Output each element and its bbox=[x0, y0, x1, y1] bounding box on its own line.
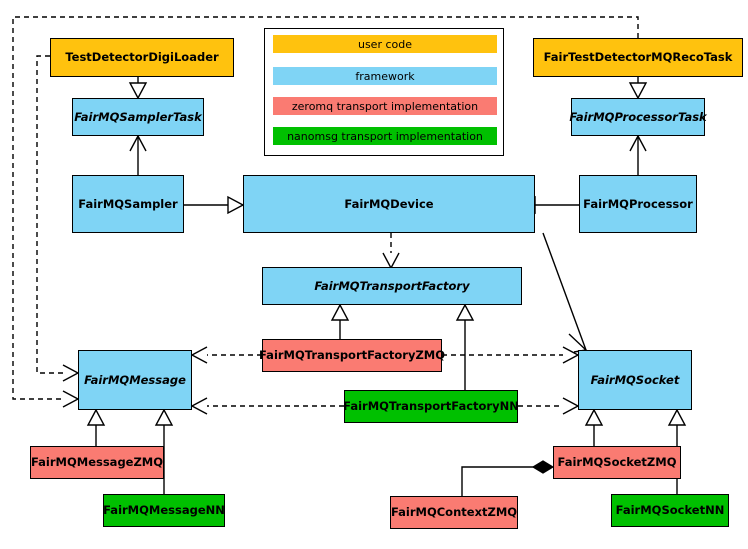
legend-label-framework: framework bbox=[355, 69, 415, 83]
edge-tfnn-to-socket bbox=[518, 397, 580, 415]
legend-item-user-code: user code bbox=[273, 35, 497, 53]
legend-label-zeromq: zeromq transport implementation bbox=[291, 99, 479, 113]
class-label-fairmq-context-zmq: FairMQContextZMQ bbox=[390, 505, 518, 520]
class-node-fairmq-socket[interactable]: FairMQSocket bbox=[578, 350, 692, 410]
class-node-fairmq-processor[interactable]: FairMQProcessor bbox=[579, 175, 697, 233]
class-node-fairmq-device[interactable]: FairMQDevice bbox=[243, 175, 535, 233]
class-label-fairmq-message: FairMQMessage bbox=[84, 372, 186, 387]
edge-tfnn-to-tf bbox=[455, 303, 475, 390]
legend-label-nanomsg: nanomsg transport implementation bbox=[287, 129, 483, 143]
class-label-fairmq-sampler-task: FairMQSamplerTask bbox=[74, 109, 202, 124]
class-node-fairmq-transport-factory-nn[interactable]: FairMQTransportFactoryNN bbox=[343, 390, 519, 423]
class-node-fairmq-message-zmq[interactable]: FairMQMessageZMQ bbox=[30, 446, 164, 479]
class-node-fairmq-processor-task[interactable]: FairMQProcessorTask bbox=[569, 98, 707, 136]
edge-tfzmq-to-tf bbox=[330, 303, 350, 339]
class-label-fairmq-message-zmq: FairMQMessageZMQ bbox=[30, 455, 164, 470]
edge-tfzmq-to-message bbox=[190, 346, 262, 364]
legend-item-framework: framework bbox=[273, 67, 497, 85]
edge-sampler-to-device bbox=[184, 195, 245, 215]
class-label-fairmq-socket-zmq: FairMQSocketZMQ bbox=[557, 455, 677, 470]
class-node-fairmq-message[interactable]: FairMQMessage bbox=[78, 350, 192, 410]
class-node-test-detector-digi-loader[interactable]: TestDetectorDigiLoader bbox=[50, 38, 234, 77]
class-node-fairmq-transport-factory-zmq[interactable]: FairMQTransportFactoryZMQ bbox=[259, 339, 446, 372]
class-label-fairmq-processor: FairMQProcessor bbox=[583, 196, 693, 211]
edge-sampler-to-samplertask bbox=[129, 134, 147, 175]
legend-item-nanomsg: nanomsg transport implementation bbox=[273, 127, 497, 145]
edge-socketzmq-to-socket bbox=[584, 408, 604, 446]
edge-tfnn-to-message bbox=[190, 397, 344, 415]
legend: user code framework zeromq transport imp… bbox=[264, 28, 504, 156]
class-node-fairmq-socket-nn[interactable]: FairMQSocketNN bbox=[611, 494, 729, 527]
class-label-fairmq-transport-factory-nn: FairMQTransportFactoryNN bbox=[343, 399, 519, 414]
class-node-fairmq-message-nn[interactable]: FairMQMessageNN bbox=[103, 494, 225, 527]
class-label-fairmq-transport-factory: FairMQTransportFactory bbox=[314, 278, 470, 293]
legend-item-zeromq: zeromq transport implementation bbox=[273, 97, 497, 115]
class-label-fairmq-sampler: FairMQSampler bbox=[78, 196, 178, 211]
class-node-fairmq-sampler-task[interactable]: FairMQSamplerTask bbox=[72, 98, 204, 136]
edge-device-to-transportfactory bbox=[382, 233, 400, 270]
edge-digiloader-to-samplertask bbox=[128, 77, 148, 100]
class-label-fairmq-message-nn: FairMQMessageNN bbox=[103, 503, 225, 518]
class-node-fairmq-context-zmq[interactable]: FairMQContextZMQ bbox=[390, 496, 518, 529]
edge-messagezmq-to-message bbox=[86, 408, 106, 446]
class-label-fair-test-detector-mq-reco-task: FairTestDetectorMQRecoTask bbox=[543, 50, 733, 65]
edge-device-to-socket bbox=[542, 232, 588, 353]
class-node-fair-test-detector-mq-reco-task[interactable]: FairTestDetectorMQRecoTask bbox=[533, 38, 743, 77]
class-label-test-detector-digi-loader: TestDetectorDigiLoader bbox=[65, 50, 219, 65]
class-node-fairmq-sampler[interactable]: FairMQSampler bbox=[72, 175, 184, 233]
class-label-fairmq-socket: FairMQSocket bbox=[590, 372, 680, 387]
class-node-fairmq-transport-factory[interactable]: FairMQTransportFactory bbox=[262, 267, 522, 305]
class-label-fairmq-device: FairMQDevice bbox=[344, 196, 434, 211]
class-label-fairmq-socket-nn: FairMQSocketNN bbox=[615, 503, 725, 518]
edge-socketzmq-composes-contextzmq bbox=[461, 460, 555, 496]
class-node-fairmq-socket-zmq[interactable]: FairMQSocketZMQ bbox=[553, 446, 681, 479]
edge-processor-to-processortask bbox=[629, 134, 647, 175]
class-label-fairmq-transport-factory-zmq: FairMQTransportFactoryZMQ bbox=[259, 348, 446, 363]
edge-tfzmq-to-socket bbox=[442, 346, 580, 364]
class-label-fairmq-processor-task: FairMQProcessorTask bbox=[569, 109, 707, 124]
edge-recotask-to-processortask bbox=[628, 77, 648, 100]
legend-label-user-code: user code bbox=[357, 37, 413, 51]
